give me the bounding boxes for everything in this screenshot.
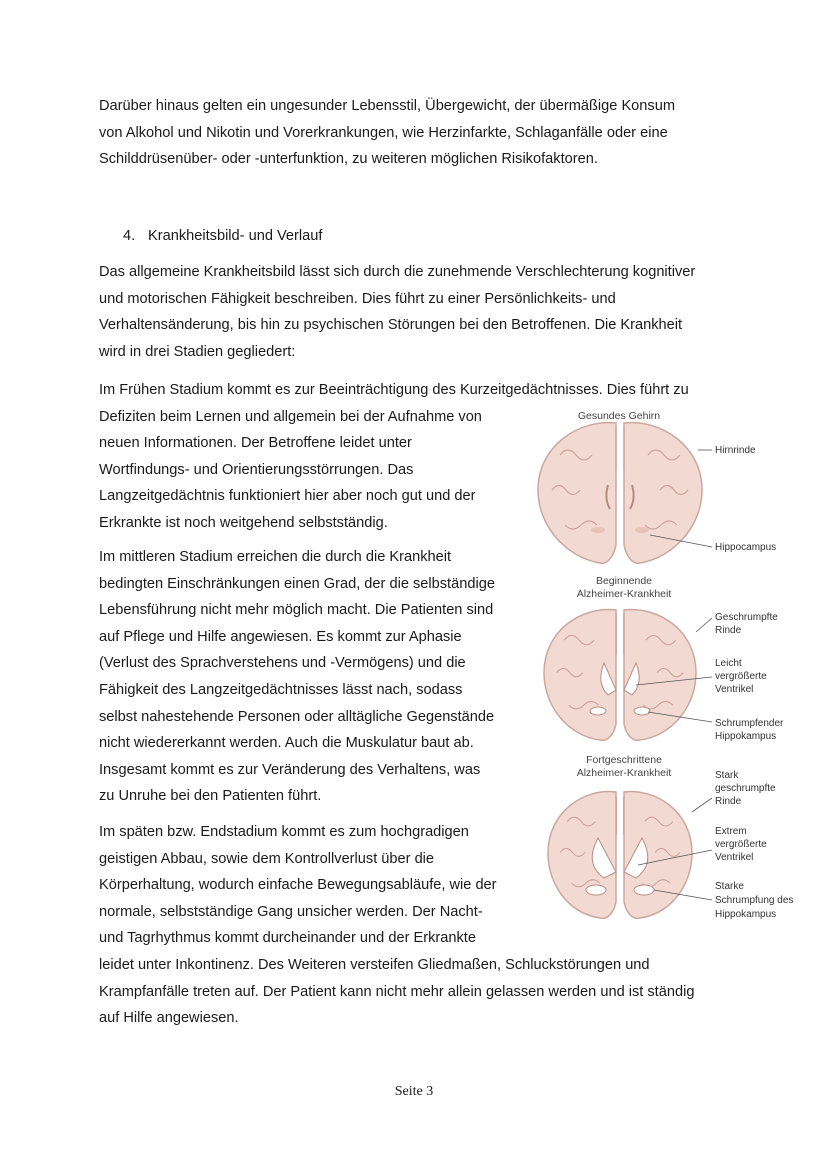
early-line: Langzeitgedächtnis funktioniert hier abe…: [99, 488, 476, 505]
middle-line: zu Unruhe bei den Patienten führt.: [99, 788, 322, 805]
middle-line: nicht wiedererkannt werden. Auch die Mus…: [99, 735, 474, 752]
late-line: und Tagrhythmus kommt durcheinander und …: [99, 930, 476, 947]
middle-line: bedingten Einschränkungen einen Grad, de…: [99, 575, 495, 592]
overview-line: Das allgemeine Krankheitsbild lässt sich…: [99, 264, 696, 280]
label-advanced-ventricle: Ventrikel: [715, 852, 753, 863]
advanced-alzheimer-illustration: [547, 790, 693, 920]
early-alzheimer-section: Beginnende Alzheimer-Krankheit Geschrump…: [543, 575, 784, 742]
section-number: 4.: [123, 228, 136, 244]
section-title: Krankheitsbild- und Verlauf: [148, 228, 323, 244]
intro-line: von Alkohol und Nikotin und Vorerkrankun…: [99, 124, 668, 141]
label-early-hippocampus: Hippokampus: [715, 731, 776, 742]
early-title-line: Alzheimer-Krankheit: [577, 588, 672, 600]
late-line: Im späten bzw. Endstadium kommt es zum h…: [99, 824, 469, 840]
late-line: Krampfanfälle treten auf. Der Patient ka…: [99, 983, 695, 1000]
label-advanced-hippocampus: Starke: [715, 881, 744, 892]
overview-line: und motorischen Fähigkeit beschreiben. D…: [99, 290, 616, 307]
label-advanced-ventricle: vergrößerte: [715, 839, 767, 850]
label-early-cortex: Rinde: [715, 625, 742, 636]
middle-line: Fähigkeit des Langzeitgedächtnisses läss…: [99, 681, 463, 698]
label-early-ventricle: Leicht: [715, 658, 742, 669]
intro-line: Schilddrüsenüber- oder -unterfunktion, z…: [99, 151, 598, 168]
healthy-brain-illustration: [537, 421, 703, 564]
label-advanced-hippocampus: Hippokampus: [715, 909, 776, 920]
healthy-brain-section: Gesundes Gehirn Hirnrinde Hippocampus: [537, 410, 776, 564]
overview-paragraph: Das allgemeine Krankheitsbild lässt sich…: [99, 259, 695, 365]
overview-line: Verhaltensänderung, bis hin zu psychisch…: [99, 317, 683, 334]
middle-stage-paragraph: Im mittleren Stadium erreichen die durch…: [99, 544, 495, 810]
early-line: Erkrankte ist noch weitgehend selbststän…: [99, 514, 388, 531]
early-line: Defiziten beim Lernen und allgemein bei …: [99, 408, 482, 425]
early-line: Wortfindungs- und Orientierungsstörrunge…: [99, 461, 414, 478]
advanced-alzheimer-section: Fortgeschrittene Alzheimer-Krankheit Sta…: [547, 754, 793, 920]
label-advanced-ventricle: Extrem: [715, 826, 747, 837]
middle-line: Insgesamt kommt es zur Veränderung des V…: [99, 761, 481, 778]
late-line: Körperhaltung, wodurch einfache Bewegung…: [99, 877, 497, 894]
page-number: Seite 3: [394, 1084, 434, 1099]
middle-line: Lebensführung nicht mehr möglich macht. …: [99, 602, 494, 619]
overview-line: wird in drei Stadien gegliedert:: [99, 343, 296, 360]
late-line: leidet unter Inkontinenz. Des Weiteren v…: [99, 956, 650, 973]
section-heading: 4. Krankheitsbild- und Verlauf: [123, 226, 322, 246]
label-advanced-cortex: Stark: [715, 770, 739, 781]
label-advanced-hippocampus: Schrumpfung des: [715, 895, 793, 906]
healthy-brain-title: Gesundes Gehirn: [578, 410, 660, 422]
label-hippocampus: Hippocampus: [715, 542, 776, 553]
label-early-ventricle: vergrößerte: [715, 671, 767, 682]
label-early-hippocampus: Schrumpfender: [715, 718, 784, 729]
middle-line: auf Pflege und Hilfe angewiesen. Es komm…: [99, 628, 462, 645]
label-advanced-cortex: geschrumpfte: [715, 783, 776, 794]
label-advanced-cortex: Rinde: [715, 796, 742, 807]
middle-line: selbst nahestehende Personen oder alltäg…: [99, 708, 495, 725]
early-line: Im Frühen Stadium kommt es zur Beeinträc…: [99, 382, 689, 398]
early-alzheimer-illustration: [543, 608, 697, 742]
label-early-cortex: Geschrumpfte: [715, 612, 778, 623]
label-early-ventricle: Ventrikel: [715, 684, 753, 695]
late-line: geistigen Abbau, sowie dem Kontrollverlu…: [99, 850, 435, 867]
intro-line: Darüber hinaus gelten ein ungesunder Leb…: [99, 98, 675, 114]
intro-paragraph: Darüber hinaus gelten ein ungesunder Leb…: [99, 93, 675, 173]
advanced-title-line: Alzheimer-Krankheit: [577, 767, 672, 779]
middle-line: (Verlust des Sprachverstehens und -Vermö…: [99, 655, 466, 672]
label-hirnrinde: Hirnrinde: [715, 445, 756, 456]
alzheimer-brain-figure: Gesundes Gehirn Hirnrinde Hippocampus Be…: [537, 410, 793, 920]
late-stage-paragraph: Im späten bzw. Endstadium kommt es zum h…: [99, 819, 694, 1032]
early-stage-paragraph: Im Frühen Stadium kommt es zur Beeinträc…: [99, 377, 689, 537]
middle-line: Im mittleren Stadium erreichen die durch…: [99, 549, 452, 565]
early-line: neuen Informationen. Der Betroffene leid…: [99, 435, 412, 452]
early-title-line: Beginnende: [596, 575, 652, 587]
late-line: auf Hilfe angewiesen.: [99, 1010, 239, 1027]
late-line: normale, selbstständige Gang unsicher we…: [99, 903, 483, 920]
advanced-title-line: Fortgeschrittene: [586, 754, 662, 766]
